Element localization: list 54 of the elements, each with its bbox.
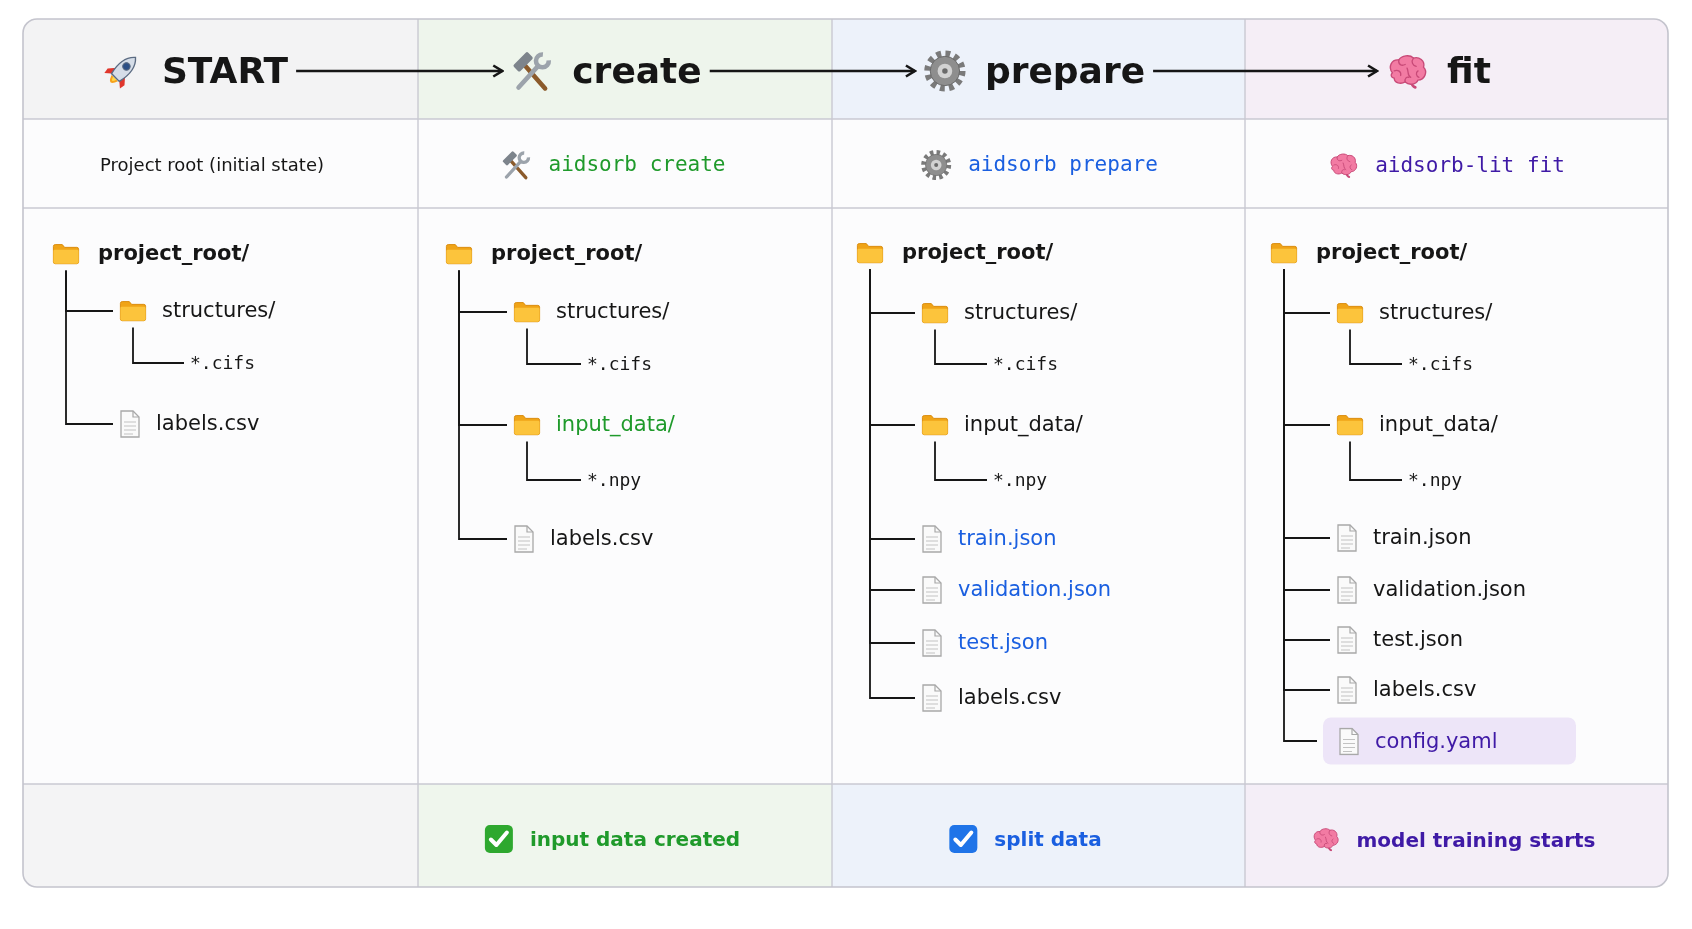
folder-name: project_root/ (491, 241, 643, 267)
file-name: train.json (1373, 525, 1472, 551)
file-name: labels.csv (550, 526, 654, 552)
tree-line (1349, 328, 1403, 365)
step-title: START (161, 49, 289, 93)
status-text: input data created (529, 827, 741, 851)
folder-name: structures/ (964, 300, 1078, 326)
tree-line (1349, 440, 1403, 481)
tree-line (65, 269, 114, 425)
file-name: labels.csv (156, 411, 260, 437)
folder-name: input_data/ (964, 412, 1083, 438)
file-name: validation.json (1373, 577, 1526, 603)
file-name: validation.json (958, 577, 1111, 603)
folder-name: project_root/ (902, 240, 1054, 266)
file-pattern: *.cifs (587, 353, 653, 375)
step-title: fit (1447, 49, 1491, 93)
tree-line (1283, 268, 1318, 742)
folder-name: structures/ (162, 298, 276, 324)
file-pattern: *.npy (993, 469, 1048, 491)
folder-name: input_data/ (556, 412, 675, 438)
folder-name: structures/ (1379, 300, 1493, 326)
tree-line (526, 327, 582, 365)
file-pattern: *.npy (1408, 469, 1463, 491)
command-text: aidsorb-lit fit (1375, 152, 1565, 178)
step-title: prepare (984, 49, 1146, 93)
tree-line (132, 326, 185, 364)
highlighted-row (1323, 717, 1576, 765)
folder-name: project_root/ (98, 241, 250, 267)
arrow (1153, 64, 1379, 78)
tree-line (526, 440, 582, 481)
file-pattern: *.npy (587, 469, 642, 491)
file-name: labels.csv (958, 685, 1062, 711)
file-name: config.yaml (1375, 728, 1498, 754)
status-text: split data (994, 827, 1102, 851)
step-description: Project root (initial state) (100, 154, 324, 176)
folder-name: project_root/ (1316, 240, 1468, 266)
file-pattern: *.cifs (190, 352, 256, 374)
file-pattern: *.cifs (1408, 353, 1474, 375)
status-text: model training starts (1356, 827, 1596, 851)
file-name: test.json (1373, 627, 1463, 653)
arrow (709, 64, 917, 78)
file-name: test.json (958, 630, 1048, 656)
file-name: train.json (958, 526, 1057, 552)
tree-line (458, 269, 508, 540)
command-text: aidsorb create (548, 152, 726, 178)
file-name: labels.csv (1373, 677, 1477, 703)
folder-name: input_data/ (1379, 412, 1498, 438)
command-text: aidsorb prepare (968, 152, 1158, 178)
tree-line (934, 328, 988, 365)
tree-line (934, 440, 988, 481)
file-pattern: *.cifs (993, 353, 1059, 375)
step-title: create (572, 49, 702, 93)
folder-name: structures/ (556, 299, 670, 325)
arrow (296, 64, 504, 78)
